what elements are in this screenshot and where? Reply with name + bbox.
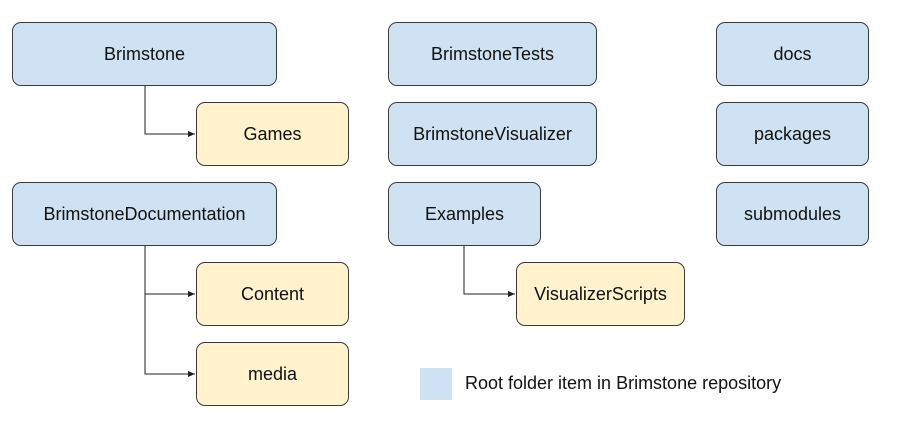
node-submodules-label: submodules [743, 203, 842, 224]
node-brimstone-tests-label: BrimstoneTests [430, 43, 555, 64]
node-visualizer-scripts: VisualizerScripts [516, 262, 685, 326]
node-brimstone-documentation-label: BrimstoneDocumentation [43, 203, 246, 224]
node-visualizer-scripts-label: VisualizerScripts [534, 283, 667, 304]
node-examples: Examples [388, 182, 541, 246]
node-docs: docs [716, 22, 869, 86]
node-brimstone: Brimstone [12, 22, 277, 86]
node-media-label: media [247, 363, 298, 384]
node-packages-label: packages [753, 123, 832, 144]
node-content-label: Content [240, 283, 305, 304]
edge-documentation-media [144, 294, 195, 377]
node-submodules: submodules [716, 182, 869, 246]
node-brimstone-visualizer: BrimstoneVisualizer [388, 102, 597, 166]
edge-examples-visualizerscripts [463, 246, 515, 297]
node-brimstone-documentation: BrimstoneDocumentation [12, 182, 277, 246]
edge-documentation-content [144, 246, 195, 297]
node-content: Content [196, 262, 349, 326]
node-games: Games [196, 102, 349, 166]
node-media: media [196, 342, 349, 406]
node-brimstone-label: Brimstone [103, 43, 186, 64]
node-brimstone-visualizer-label: BrimstoneVisualizer [413, 123, 572, 144]
edge-brimstone-games [144, 86, 195, 137]
node-examples-label: Examples [424, 203, 505, 224]
node-games-label: Games [243, 123, 302, 144]
node-brimstone-tests: BrimstoneTests [388, 22, 597, 86]
legend-swatch [420, 368, 452, 400]
node-packages: packages [716, 102, 869, 166]
legend-label: Root folder item in Brimstone repository [465, 373, 782, 393]
node-docs-label: docs [773, 43, 812, 64]
